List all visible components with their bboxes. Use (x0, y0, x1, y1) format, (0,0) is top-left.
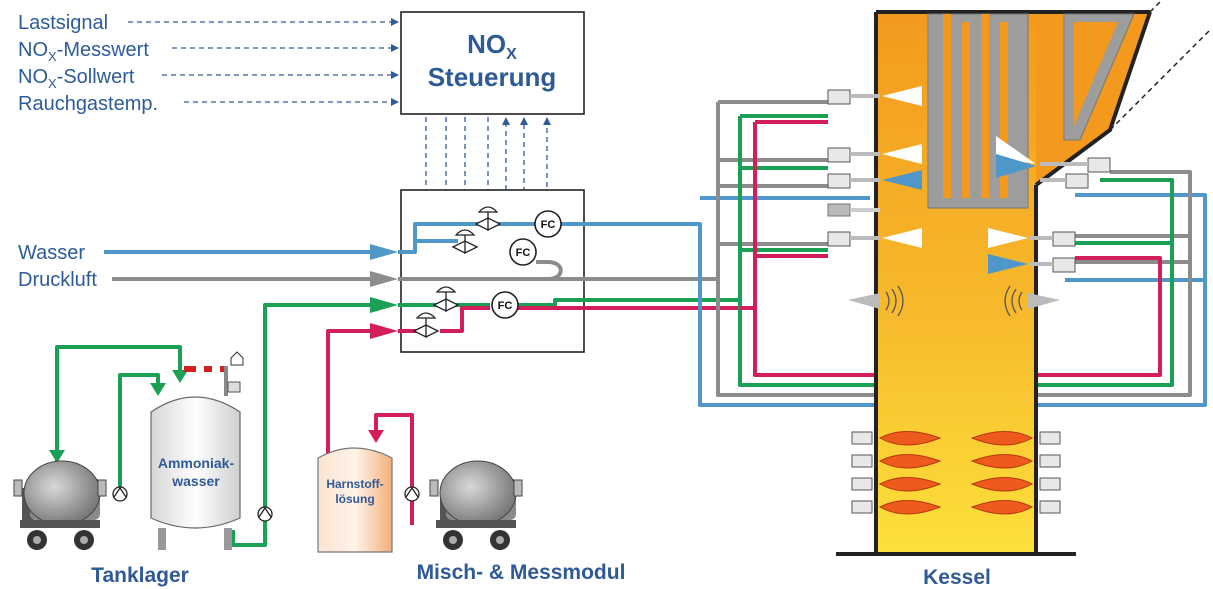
urea-tank: Harnstoff- lösung (317, 447, 393, 553)
fc-2: FC (509, 238, 537, 266)
caption-tank-storage: Tanklager (91, 564, 189, 587)
lance (827, 86, 922, 106)
truck-left (13, 460, 107, 550)
ammonia-label-1: Ammoniak- (158, 455, 235, 471)
ammonia-tank: Ammoniak- wasser (150, 351, 244, 550)
control-title: NOX (467, 29, 517, 63)
lance (827, 170, 922, 190)
signal-load: Lastsignal (18, 12, 108, 34)
lance (1040, 173, 1089, 189)
flames (878, 431, 1034, 515)
ammonia-label-2: wasser (171, 473, 220, 489)
urea-label-2: lösung (335, 492, 374, 506)
lance (996, 136, 1111, 178)
lance (827, 203, 880, 217)
svg-text:FC: FC (541, 219, 556, 231)
heat-exchanger (927, 13, 1135, 209)
svg-text:FC: FC (498, 300, 513, 312)
lances-right (988, 136, 1111, 317)
pump-icon (112, 486, 128, 502)
valve-2 (451, 229, 479, 255)
acoustic-sensor (1004, 285, 1060, 317)
caption-boiler: Kessel (923, 566, 991, 589)
truck-right (429, 460, 523, 550)
label-water: Wasser (18, 242, 85, 264)
fc-3: FC (491, 291, 519, 319)
urea-label-1: Harnstoff- (326, 477, 383, 491)
boiler-distribution (698, 100, 1207, 407)
lance (827, 228, 922, 248)
signal-nox-measured: NOX-Messwert (18, 39, 149, 64)
control-valves (412, 206, 502, 339)
signal-list: Lastsignal NOX-Messwert NOX-Sollwert Rau… (18, 12, 158, 115)
lance (988, 228, 1076, 248)
valve-1 (474, 206, 502, 232)
lance (988, 254, 1076, 274)
input-water: Wasser (18, 242, 398, 264)
nox-control-box: NOX Steuerung (400, 11, 585, 115)
signal-arrows (128, 18, 399, 106)
valve-3 (432, 286, 460, 313)
burners (851, 431, 1061, 515)
pump-icon (404, 486, 420, 502)
pump-icon (257, 506, 273, 522)
control-subtitle: Steuerung (428, 62, 557, 92)
ammonia-feed (49, 297, 398, 547)
svg-text:FC: FC (516, 247, 531, 259)
label-air: Druckluft (18, 269, 97, 291)
lances-left (827, 86, 922, 317)
lance (827, 144, 922, 164)
fc-1: FC (534, 210, 562, 238)
caption-mixing-module: Misch- & Messmodul (417, 561, 626, 584)
valve-4 (412, 312, 440, 339)
input-air: Druckluft (18, 269, 398, 291)
acoustic-sensor (848, 285, 904, 317)
signal-flue-gas-temp: Rauchgastemp. (18, 93, 158, 115)
signal-nox-setpoint: NOX-Sollwert (18, 66, 135, 91)
